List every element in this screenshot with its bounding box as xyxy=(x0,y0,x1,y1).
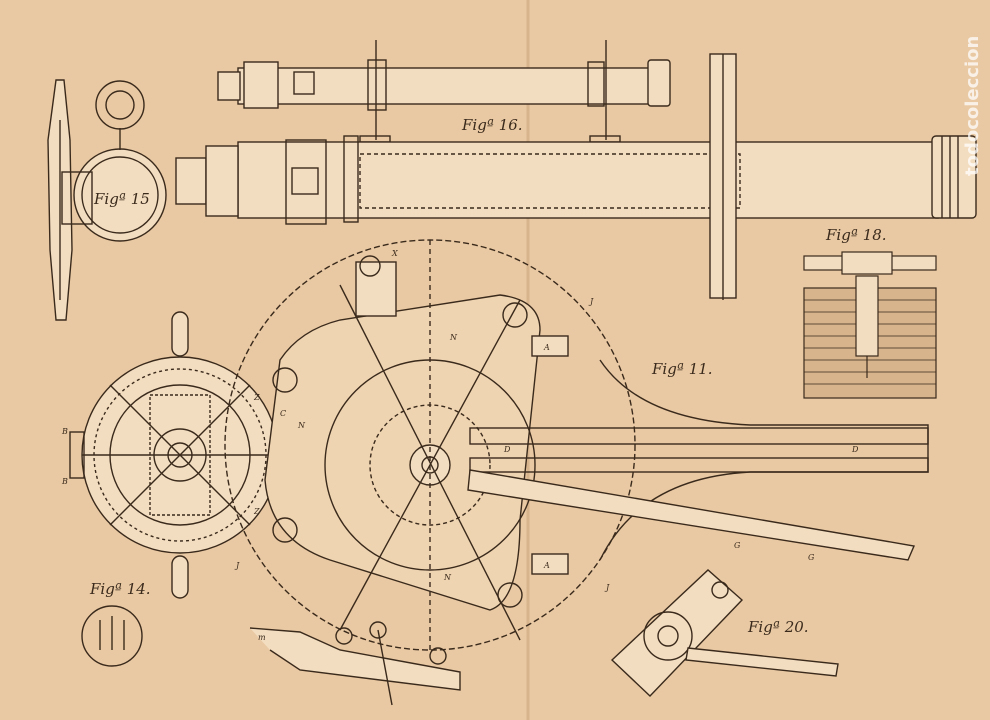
circle-figure-14 xyxy=(69,311,279,667)
letter-d2: D xyxy=(851,445,859,454)
watermark-text: todocoleccion xyxy=(962,36,983,176)
fig15-label: Figª 15 xyxy=(93,190,150,208)
letter-a1: A xyxy=(543,343,550,352)
letter-j2: J xyxy=(234,561,240,570)
fig18-label: Figª 18. xyxy=(825,226,887,244)
letter-j3: J xyxy=(604,583,610,592)
clamp-figure-15 xyxy=(47,79,167,321)
letter-g1: G xyxy=(734,541,741,550)
letter-n1: N xyxy=(449,333,458,342)
letter-n3: N xyxy=(443,573,452,582)
fig20-label: Figª 20. xyxy=(747,618,809,636)
letter-m: m xyxy=(258,633,266,642)
fig16-label: Figª 16. xyxy=(461,116,523,134)
letter-x: X xyxy=(391,249,398,258)
instrument-figure-11 xyxy=(224,239,929,706)
telescope-figure-16 xyxy=(175,40,977,300)
letter-g2: G xyxy=(808,553,815,562)
letter-b2: B xyxy=(61,477,68,486)
letter-a2: A xyxy=(543,561,550,570)
vernier-figure-18 xyxy=(803,251,937,399)
letter-d1: D xyxy=(503,445,511,454)
reference-letters: X J J J N N N A A D D G G B B m C Z Z xyxy=(61,249,859,642)
letter-b1: B xyxy=(61,427,68,436)
letter-c1: C xyxy=(280,409,286,418)
letter-z2: Z xyxy=(253,507,260,516)
letter-n2: N xyxy=(297,421,306,430)
instrument-figure-20 xyxy=(610,569,839,697)
letter-z1: Z xyxy=(253,393,260,402)
letter-j1: J xyxy=(588,297,594,306)
fig11-label: Figª 11. xyxy=(651,360,713,378)
fig14-label: Figª 14. xyxy=(89,580,151,598)
